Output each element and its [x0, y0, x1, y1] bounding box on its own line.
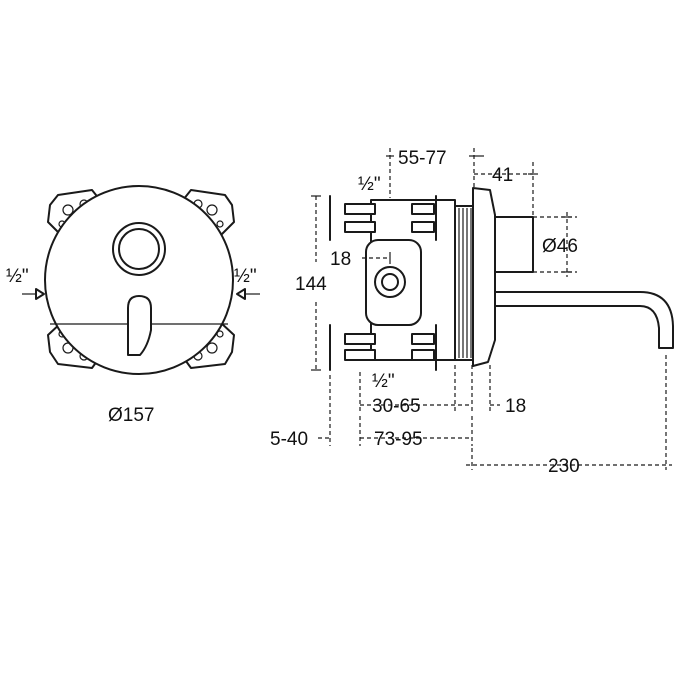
dim-port-offset: 18 — [330, 249, 351, 270]
dimension-lines — [311, 148, 672, 470]
dim-plate-depth: 41 — [492, 165, 513, 186]
pipe-stub-top — [329, 195, 437, 241]
dim-box-depth-range: 30-65 — [372, 396, 421, 417]
dim-bottom-connection: ½" — [372, 371, 395, 392]
sensor-window — [112, 222, 166, 276]
inlet-arrow-right — [236, 288, 260, 300]
inlet-right-label: ½" — [234, 266, 257, 287]
side-view — [329, 187, 674, 371]
dim-depth-range: 55-77 — [398, 148, 447, 169]
dim-plate-thickness: 18 — [505, 396, 526, 417]
outlet-port — [374, 266, 406, 298]
front-view — [22, 185, 260, 375]
inlet-left-label: ½" — [6, 266, 29, 287]
dim-outlet-diameter: Ø46 — [542, 236, 578, 257]
spout — [494, 291, 674, 349]
dim-total-depth-range: 73-95 — [374, 429, 423, 450]
lever-handle — [127, 295, 152, 356]
dim-height: 144 — [295, 274, 327, 295]
dim-spout-projection: 230 — [548, 456, 580, 477]
cover-plate — [44, 185, 234, 375]
diameter-label: Ø157 — [108, 405, 154, 426]
sensor-housing — [494, 216, 534, 273]
dim-top-connection: ½" — [358, 174, 381, 195]
cover-plate-profile — [472, 187, 496, 367]
dim-wall-offset: 5-40 — [270, 429, 308, 450]
pipe-stub-bottom — [329, 324, 437, 371]
inlet-arrow-left — [22, 288, 45, 300]
